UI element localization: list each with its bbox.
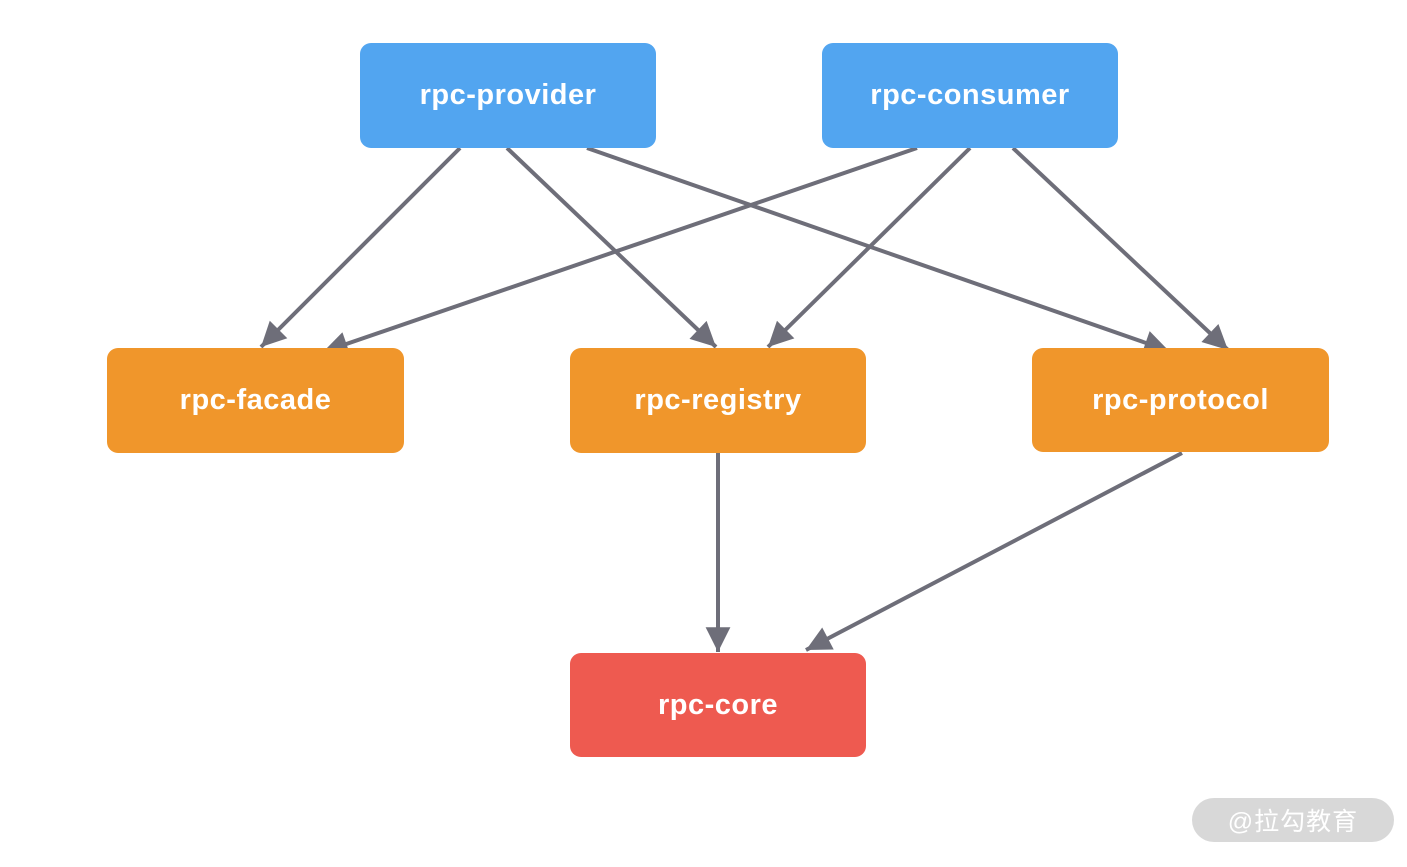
arrow-rpc-provider-to-rpc-facade	[259, 146, 462, 349]
arrow-rpc-protocol-to-rpc-core	[805, 451, 1183, 652]
node-rpc-consumer: rpc-consumer	[822, 43, 1118, 148]
node-label-rpc-core: rpc-core	[657, 688, 779, 721]
watermark-text: @拉勾教育	[1227, 808, 1359, 836]
node-label-rpc-provider: rpc-provider	[419, 79, 597, 111]
watermark-badge: @拉勾教育	[1192, 798, 1394, 842]
arrow-rpc-consumer-to-rpc-facade	[322, 146, 918, 356]
node-label-rpc-facade: rpc-facade	[179, 384, 332, 416]
node-label-rpc-consumer: rpc-consumer	[870, 79, 1070, 111]
node-rpc-protocol: rpc-protocol	[1032, 348, 1329, 452]
node-rpc-core: rpc-core	[570, 653, 866, 757]
node-rpc-provider: rpc-provider	[360, 43, 656, 148]
node-rpc-registry: rpc-registry	[570, 348, 866, 453]
arrow-rpc-consumer-to-rpc-registry	[766, 146, 972, 349]
arrow-rpc-provider-to-rpc-protocol	[586, 146, 1170, 355]
node-label-rpc-protocol: rpc-protocol	[1092, 383, 1269, 416]
arrow-rpc-provider-to-rpc-registry	[505, 146, 718, 349]
node-label-rpc-registry: rpc-registry	[634, 384, 802, 416]
node-rpc-facade: rpc-facade	[107, 348, 404, 453]
arrow-rpc-consumer-to-rpc-protocol	[1011, 146, 1230, 352]
